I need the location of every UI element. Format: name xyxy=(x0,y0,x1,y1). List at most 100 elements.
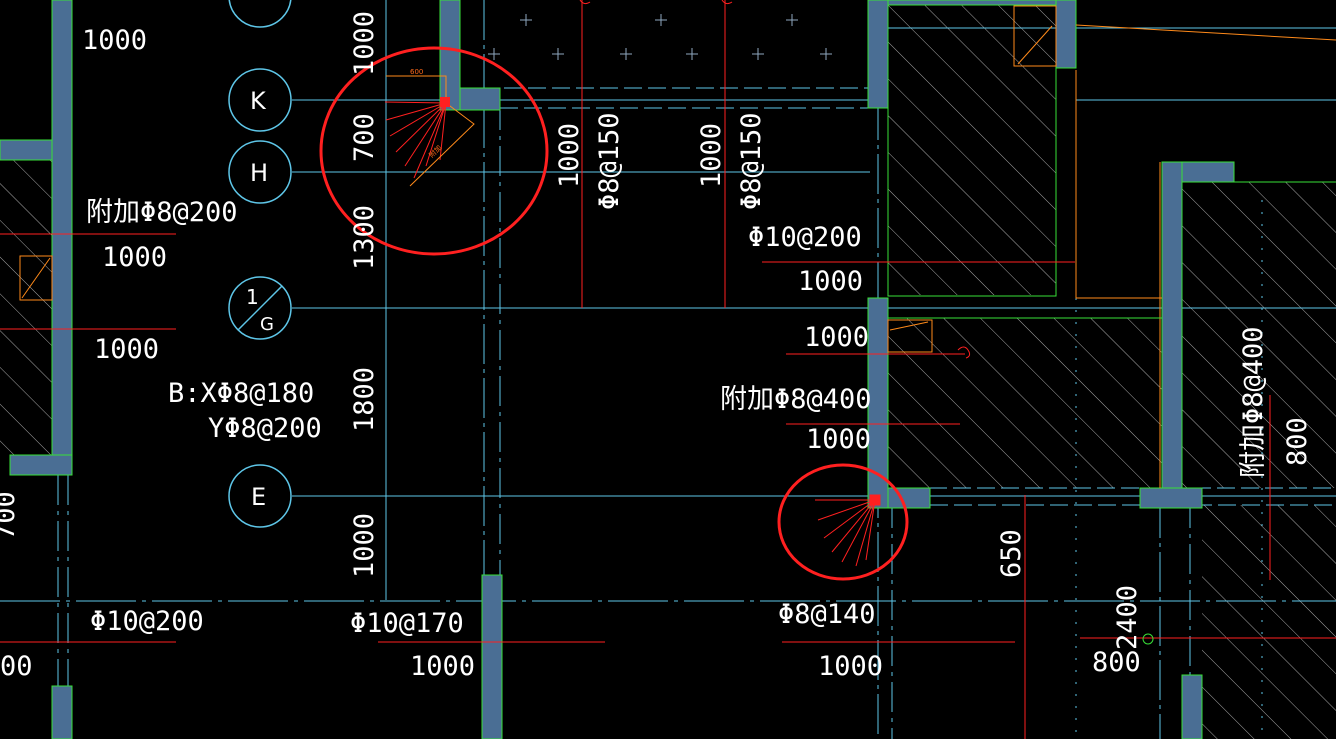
label-1000-right-b: 1000 xyxy=(804,322,869,353)
corner-node-lower xyxy=(869,494,881,506)
radial-bar xyxy=(384,101,447,104)
reference-point-icon xyxy=(1142,633,1154,645)
radial-bar xyxy=(817,499,876,521)
radial-bar xyxy=(385,102,447,121)
dim-1300: 1300 xyxy=(349,205,380,270)
radial-bar xyxy=(439,102,447,161)
green-frame-upper xyxy=(887,5,1057,297)
vlabel-1000-b: 1000 xyxy=(696,123,727,188)
wall-col-a-stub xyxy=(459,87,501,111)
annotation-circle-upper[interactable] xyxy=(319,46,549,256)
radial-bar xyxy=(841,499,876,563)
label-1000-bottom-mid: 1000 xyxy=(410,651,475,682)
wall-left-vertical xyxy=(51,0,73,476)
grid-label-e: E xyxy=(251,483,266,511)
break-mark-top-b xyxy=(721,0,733,5)
grid-bubble-k[interactable] xyxy=(228,68,292,132)
grid-bubble-labels: K H 1 G E xyxy=(246,87,274,511)
corner-rebar-detail-upper: 600 附加 xyxy=(384,68,475,187)
corner-rebar-detail-lower xyxy=(815,494,881,567)
orange-box-mid-diag xyxy=(889,321,929,331)
label-1000-left-a: 1000 xyxy=(102,242,167,273)
wall-right-col-cap xyxy=(1181,161,1235,183)
dim-700: 700 xyxy=(349,113,380,162)
grid-bubble-top[interactable] xyxy=(228,0,292,28)
rebar-labels: 1000 附加Φ8@200 1000 1000 B:XΦ8@180 YΦ8@20… xyxy=(0,25,1141,682)
reference-crosses xyxy=(488,14,832,60)
wall-center-top-stub xyxy=(887,0,1077,6)
orange-outlines xyxy=(19,5,1336,488)
wall-col-a xyxy=(439,0,461,111)
label-additional-8-200: 附加Φ8@200 xyxy=(86,197,238,228)
radial-bar xyxy=(855,499,876,567)
grid-bubbles xyxy=(228,0,292,528)
grid-label-g-letter: G xyxy=(260,314,274,335)
wall-left-stub-top xyxy=(0,139,53,161)
label-1000-bottom-right: 1000 xyxy=(818,651,883,682)
vlabel-8-150-a: Φ8@150 xyxy=(594,112,625,210)
corner-node-upper xyxy=(440,97,450,107)
mark-600: 600 xyxy=(410,68,423,76)
label-800: 800 xyxy=(1092,647,1141,678)
orange-box-mid xyxy=(887,319,933,353)
label-1000-right-c: 1000 xyxy=(806,424,871,455)
wall-center-mid-stub xyxy=(887,487,931,509)
wall-left-stub-bottom xyxy=(9,454,73,476)
hatch-far-right xyxy=(1182,182,1336,488)
label-1000-top-left: 1000 xyxy=(82,25,147,56)
vlabel-650: 650 xyxy=(996,529,1027,578)
grid-bubble-h[interactable] xyxy=(228,140,292,204)
break-mark-icon xyxy=(957,346,971,359)
vlabel-1000-a: 1000 xyxy=(554,123,585,188)
wall-center-mid xyxy=(867,297,889,509)
grid-bubble-g-divider xyxy=(237,285,283,331)
dim-1000-bottom: 1000 xyxy=(349,513,380,578)
grid-bubble-e[interactable] xyxy=(228,464,292,528)
radial-bar xyxy=(865,499,876,561)
radial-bar xyxy=(395,102,447,153)
detail-outline xyxy=(409,102,475,187)
break-mark-top-a xyxy=(579,0,591,5)
dim-1000-top: 1000 xyxy=(349,11,380,76)
grid-label-k: K xyxy=(250,87,267,115)
vertical-rebar-labels: 1000 Φ8@150 1000 Φ8@150 附加Φ8@400 800 650… xyxy=(554,112,1313,650)
annotation-circles xyxy=(319,46,909,581)
radial-bar xyxy=(831,499,876,553)
orange-box-left xyxy=(19,255,53,301)
grid-label-g-num: 1 xyxy=(246,285,259,309)
grid-label-h: H xyxy=(250,159,268,187)
label-bottom-x-rebar: B:XΦ8@180 xyxy=(168,378,314,409)
walls xyxy=(0,0,1235,739)
radial-bar xyxy=(404,102,447,167)
annotation-circle-lower[interactable] xyxy=(777,463,909,581)
radial-bar xyxy=(389,102,447,137)
hatch-mid-right xyxy=(888,318,1162,488)
label-10-170: Φ10@170 xyxy=(350,608,464,639)
radial-bar xyxy=(425,102,447,167)
wall-left-bottom xyxy=(51,685,73,739)
orange-box-upper-diag xyxy=(1017,25,1053,65)
wall-center-top xyxy=(867,0,889,109)
label-10-200-right: Φ10@200 xyxy=(748,222,862,253)
vertical-dimensions: 1000 700 1300 1800 1000 xyxy=(349,11,380,578)
detail-dim xyxy=(386,75,447,100)
label-1000-left-b: 1000 xyxy=(94,334,159,365)
green-frames xyxy=(887,5,1336,319)
wall-right-top-col xyxy=(1055,0,1077,69)
orange-line-right-frame xyxy=(1075,70,1162,299)
label-bottom-y-rebar: YΦ8@200 xyxy=(208,413,322,444)
vlabel-800: 800 xyxy=(1282,417,1313,466)
cross-mark xyxy=(488,14,832,60)
wall-right-bottom xyxy=(1181,674,1203,739)
label-1000-right-a: 1000 xyxy=(798,266,863,297)
wall-right-col-stub xyxy=(1139,487,1203,509)
label-8-140: Φ8@140 xyxy=(778,599,876,630)
wall-right-col xyxy=(1161,161,1183,509)
vlabel-additional-8-400: 附加Φ8@400 xyxy=(1238,326,1269,478)
label-additional-8-400: 附加Φ8@400 xyxy=(720,384,872,415)
wall-col-b-bottom xyxy=(481,574,503,739)
dim-1800: 1800 xyxy=(349,367,380,432)
orange-line-top-right xyxy=(1075,24,1336,41)
